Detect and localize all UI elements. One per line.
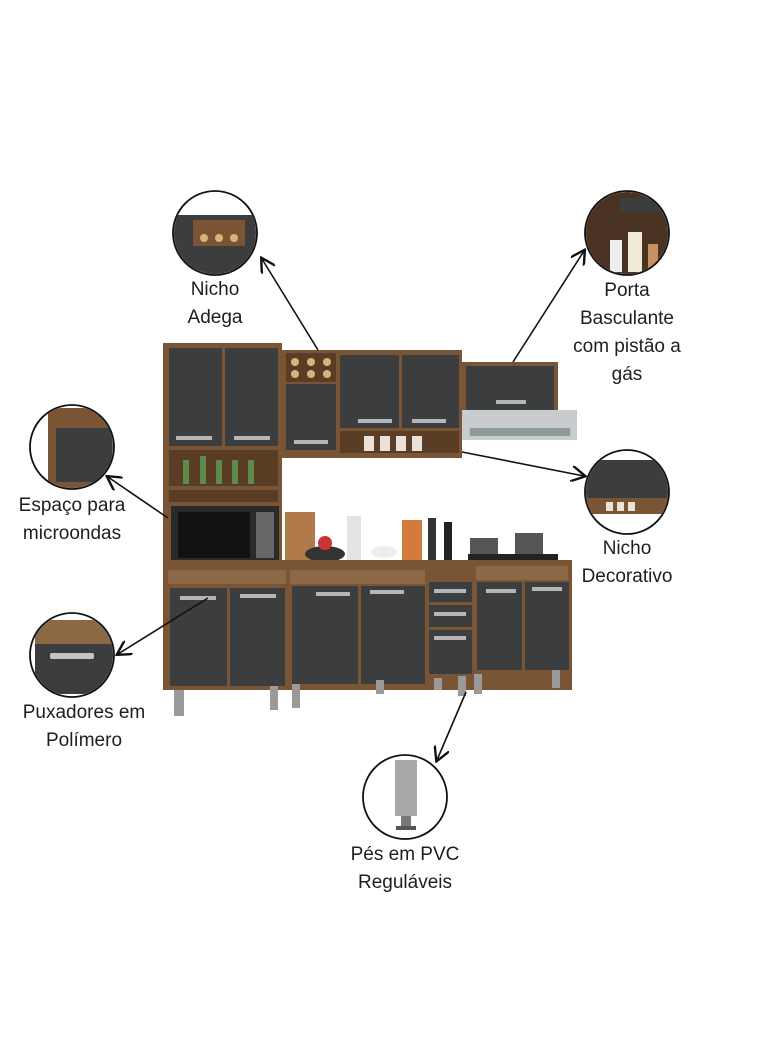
callout-arrows — [108, 251, 584, 760]
callout-line: com pistão a — [573, 336, 681, 357]
callout-line: Nicho — [602, 538, 652, 559]
callout-porta-basculante: Porta Basculante com pistão a gás — [527, 277, 727, 389]
microwave-space-icon — [29, 404, 115, 490]
kitchen-cabinet — [163, 343, 577, 716]
callout-pes-pvc: Pés em PVC Reguláveis — [305, 841, 505, 897]
callout-line: microondas — [22, 523, 122, 544]
callout-line: Adega — [187, 307, 243, 328]
callout-espaco-microondas: Espaço para microondas — [0, 492, 172, 548]
wine-niche-icon — [172, 190, 258, 276]
callout-nicho-adega: Nicho Adega — [115, 276, 315, 332]
callout-line: Reguláveis — [358, 872, 452, 893]
callout-nicho-decorativo: Nicho Decorativo — [527, 535, 727, 591]
callout-line: Nicho — [190, 279, 240, 300]
callout-line: Polímero — [45, 730, 123, 751]
callout-line: Espaço para — [18, 495, 126, 516]
decorative-niche-icon — [584, 449, 670, 535]
adjustable-foot-icon — [362, 754, 448, 840]
lift-door-icon — [584, 190, 670, 276]
callout-line: Decorativo — [581, 566, 673, 587]
callout-puxadores: Puxadores em Polímero — [0, 699, 184, 755]
handle-icon — [29, 612, 115, 698]
callout-line: Pés em PVC — [350, 844, 460, 865]
callout-line: Puxadores em — [22, 702, 146, 723]
callout-line: Basculante — [579, 308, 674, 329]
callout-line: Porta — [604, 280, 650, 301]
callout-line: gás — [611, 364, 643, 385]
